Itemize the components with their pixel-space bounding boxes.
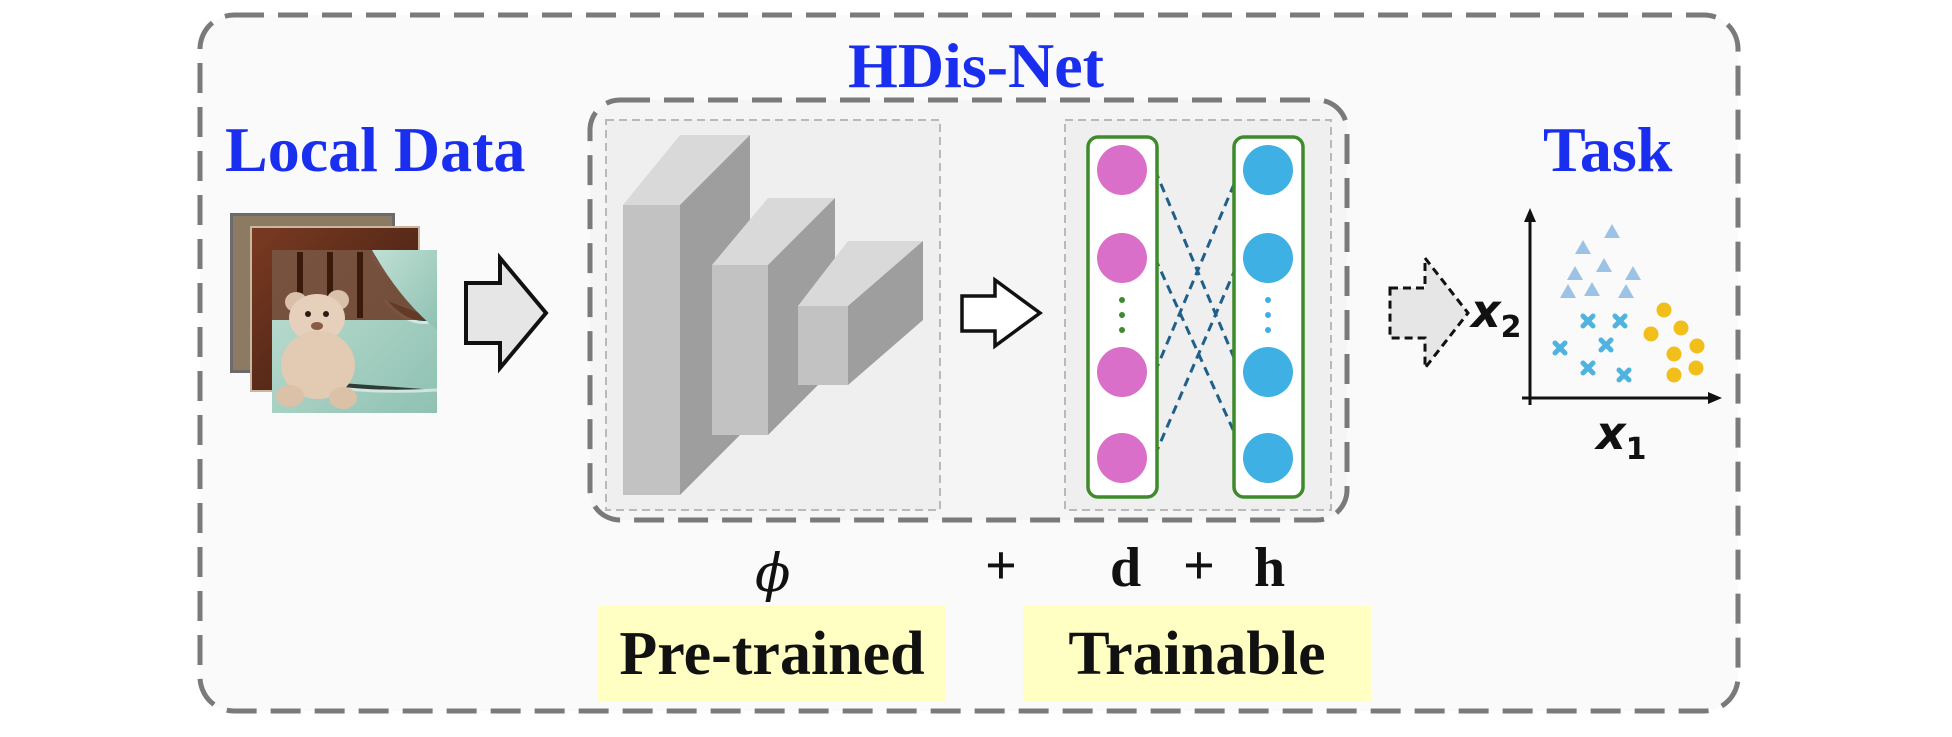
plus-symbol-right: + [1183,535,1215,597]
d-symbol: d [1110,537,1142,599]
x1-axis-label: x1 [1596,410,1647,465]
x2-sub: 2 [1500,310,1522,346]
class-triangles [1560,224,1641,298]
arrow-network-to-task [1388,253,1470,373]
layer-d-neurons [1097,145,1147,483]
x1-base: x [1596,406,1626,460]
arrow-backbone-to-head [960,276,1043,350]
teddy-bear-icon [276,290,357,409]
trainable-tag: Trainable [1023,606,1371,702]
layer-h-ellipsis [1265,297,1271,333]
local-data-images [230,213,438,413]
network-title: HDis-Net [848,30,1104,101]
layer-connections [1153,169,1242,456]
task-title: Task [1543,114,1673,185]
cnn-backbone-icon [623,135,923,495]
layer-h-neurons [1243,145,1293,483]
x2-base: x [1471,284,1501,338]
phi-symbol: ϕ [755,544,791,604]
x2-axis-label: x2 [1471,288,1522,343]
input-title: Local Data [225,114,526,185]
layer-d-ellipsis [1119,297,1125,333]
task-scatter-plot [1522,208,1722,405]
class-crosses [1552,313,1632,383]
h-symbol: h [1254,537,1286,599]
arrow-input-to-network [464,252,549,374]
x1-sub: 1 [1625,432,1647,468]
plus-symbol-left: + [985,535,1017,597]
pretrained-tag: Pre-trained [598,606,946,702]
class-circles [1643,302,1705,383]
